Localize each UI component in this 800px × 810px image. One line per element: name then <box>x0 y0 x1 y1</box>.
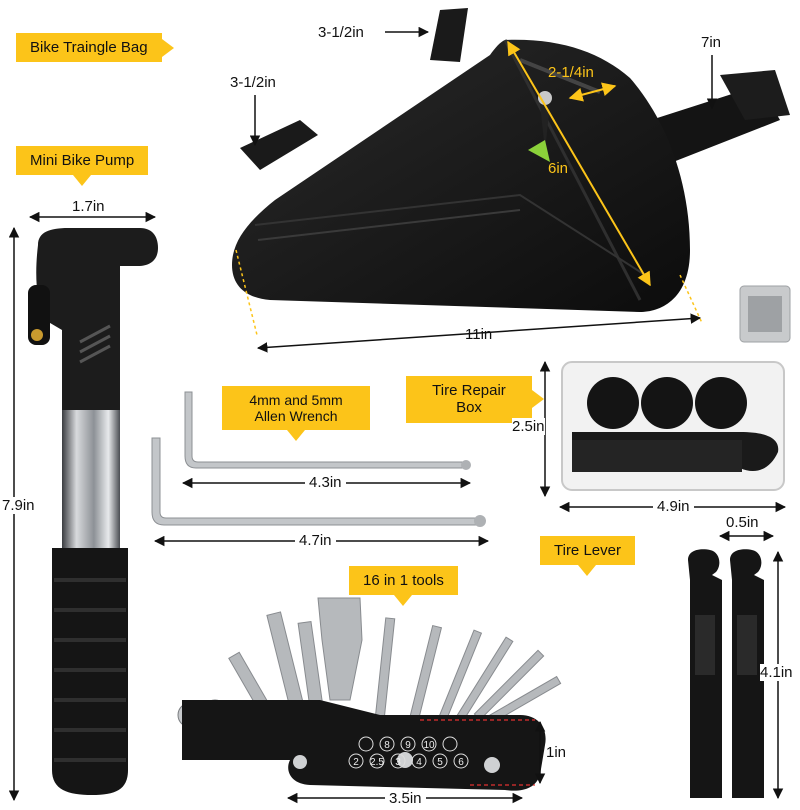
dial-number: 4 <box>416 757 422 768</box>
tool-width-dim: 3.5in <box>385 790 426 807</box>
pump-length-dim: 7.9in <box>2 497 35 514</box>
tire-lever-image <box>688 549 764 798</box>
dial-number: 10 <box>423 740 435 751</box>
allen-wrench-tag: 4mm and 5mm Allen Wrench <box>222 386 370 442</box>
bag-strap-top-dim: 3-1/2in <box>318 24 364 41</box>
allen-short-dim: 4.3in <box>305 474 346 491</box>
tool-height-dim: 1in <box>546 744 567 761</box>
multi-tool-tag: 16 in 1 tools <box>349 566 458 607</box>
mini-pump-image <box>28 228 158 795</box>
dial-number: 8 <box>384 740 390 751</box>
box-width-dim: 4.9in <box>653 498 694 515</box>
bag-strap-right-dim: 7in <box>701 34 722 51</box>
bag-length-dim: 11in <box>465 326 493 343</box>
dial-number: 9 <box>405 740 411 751</box>
lever-width-dim: 0.5in <box>726 514 759 531</box>
pump-tag: Mini Bike Pump <box>16 146 149 187</box>
box-height-dim: 2.5in <box>512 418 545 435</box>
allen-wrench-image <box>151 391 486 527</box>
bag-height-dim: 6in <box>548 160 569 177</box>
dial-number: 5 <box>437 757 443 768</box>
bag-strap-left-dim: 3-1/2in <box>230 74 276 91</box>
allen-long-dim: 4.7in <box>295 532 336 549</box>
dial-number: 6 <box>458 757 464 768</box>
tire-lever-tag: Tire Lever <box>540 536 635 577</box>
lever-length-dim: 4.1in <box>760 664 793 681</box>
bag-tag: Bike Traingle Bag <box>16 33 174 63</box>
dial-number: 2.5 <box>370 757 384 768</box>
tool-dial-numbers: 8 9 10 2 2.5 3 4 5 6 <box>348 736 469 769</box>
dial-number: 3 <box>395 757 401 768</box>
multi-tool-image <box>177 597 562 791</box>
dial-number: 2 <box>353 757 359 768</box>
repair-box-tag: Tire Repair Box <box>406 376 544 423</box>
triangle-bag-image <box>232 8 790 312</box>
pump-width-dim: 1.7in <box>72 198 105 215</box>
bag-depth-dim: 2-1/4in <box>548 64 594 81</box>
repair-box-image <box>561 285 791 491</box>
